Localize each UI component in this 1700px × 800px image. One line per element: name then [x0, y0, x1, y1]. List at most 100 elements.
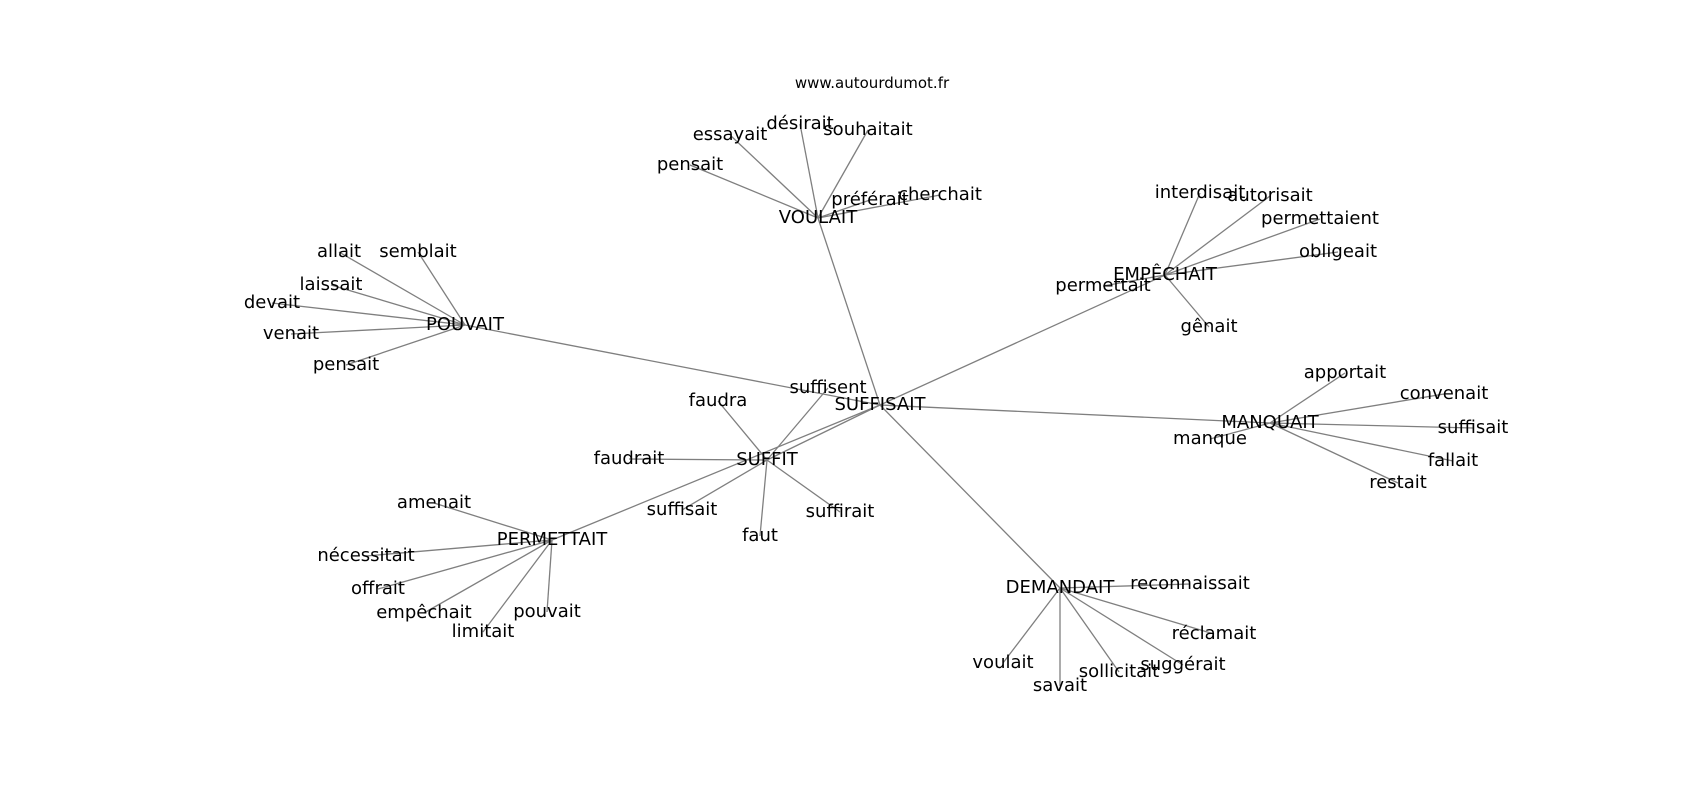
- edge-hub-leaf: [1102, 274, 1166, 287]
- graph-edges: [271, 123, 1474, 686]
- leaf-node-label: faudrait: [594, 448, 665, 469]
- leaf-node-label: préférait: [831, 189, 908, 210]
- edge-hub-leaf: [377, 539, 553, 590]
- edge-hub-leaf: [1269, 393, 1445, 424]
- leaf-node-label: empêchait: [376, 602, 472, 623]
- edge-hub-leaf: [1269, 422, 1454, 462]
- edge-center-hub: [551, 404, 881, 541]
- edge-hub-leaf: [1269, 422, 1474, 429]
- leaf-node-label: gênait: [1181, 316, 1238, 337]
- leaf-node-label: essayait: [693, 124, 768, 145]
- leaf-node-label: apportait: [1304, 362, 1386, 383]
- edge-hub-leaf: [717, 400, 768, 461]
- leaf-node-label: suffisait: [1438, 417, 1509, 438]
- edge-hub-leaf: [271, 302, 466, 326]
- source-watermark: www.autourdumot.fr: [795, 74, 950, 92]
- leaf-node-label: suffisait: [647, 499, 718, 520]
- leaf-node-label: faut: [742, 525, 778, 546]
- edge-hub-leaf: [1059, 587, 1215, 635]
- hub-node-label: POUVAIT: [426, 314, 505, 335]
- leaf-node-label: laissait: [300, 274, 363, 295]
- edge-hub-leaf: [1059, 587, 1184, 666]
- edge-hub-leaf: [433, 502, 553, 541]
- edge-center-hub: [464, 324, 881, 406]
- leaf-node-label: venait: [263, 323, 319, 344]
- edge-center-hub: [766, 404, 881, 461]
- leaf-node-label: convenait: [1400, 383, 1489, 404]
- edge-hub-leaf: [1059, 583, 1191, 589]
- edge-hub-leaf: [1164, 251, 1339, 276]
- leaf-node-label: permettait: [1055, 275, 1150, 296]
- edge-hub-leaf: [423, 539, 553, 614]
- edge-hub-leaf: [1164, 218, 1321, 276]
- leaf-node-label: désirait: [766, 113, 833, 134]
- edge-hub-leaf: [759, 459, 768, 537]
- hub-node-label: EMPÊCHAIT: [1113, 263, 1218, 285]
- edge-hub-leaf: [290, 324, 466, 335]
- leaf-node-label: réclamait: [1172, 623, 1257, 644]
- leaf-node-label: semblait: [379, 241, 457, 262]
- leaf-node-label: voulait: [972, 652, 1033, 673]
- leaf-node-label: pensait: [313, 354, 379, 375]
- edge-hub-leaf: [817, 129, 869, 219]
- leaf-node-label: suffisent: [789, 377, 866, 398]
- leaf-node-label: reconnaissait: [1130, 573, 1250, 594]
- edge-hub-leaf: [689, 164, 819, 219]
- edge-hub-leaf: [799, 123, 819, 219]
- edge-hub-leaf: [482, 539, 553, 633]
- leaf-node-label: interdisait: [1155, 182, 1246, 203]
- edge-hub-leaf: [1164, 195, 1271, 276]
- hub-node-label: VOULAIT: [779, 207, 858, 228]
- edge-center-hub: [879, 404, 1061, 589]
- edge-hub-leaf: [729, 134, 819, 219]
- edge-hub-leaf: [766, 459, 841, 513]
- leaf-node-label: souhaitait: [823, 119, 912, 140]
- leaf-node-label: suggérait: [1140, 654, 1225, 675]
- leaf-node-label: manque: [1173, 428, 1247, 449]
- edge-hub-leaf: [1164, 192, 1201, 276]
- leaf-node-label: sollicitait: [1079, 661, 1159, 682]
- leaf-node-label: autorisait: [1227, 185, 1312, 206]
- leaf-node-label: suffirait: [806, 501, 875, 522]
- leaf-node-label: obligeait: [1299, 241, 1377, 262]
- edge-hub-leaf: [1059, 587, 1120, 673]
- edge-hub-leaf: [365, 539, 553, 557]
- edge-hub-leaf: [628, 458, 768, 461]
- edge-hub-leaf: [546, 539, 553, 613]
- edge-center-hub: [879, 404, 1271, 424]
- edge-hub-leaf: [817, 199, 871, 219]
- edge-hub-leaf: [345, 324, 466, 366]
- edge-hub-leaf: [681, 459, 768, 511]
- leaf-node-label: limitait: [452, 621, 515, 642]
- edge-hub-leaf: [338, 251, 466, 326]
- hub-node-label: DEMANDAIT: [1006, 577, 1116, 598]
- hub-node-label: MANQUAIT: [1221, 412, 1319, 433]
- leaf-node-label: permettaient: [1261, 208, 1379, 229]
- leaf-node-label: pensait: [657, 154, 723, 175]
- leaf-node-label: allait: [317, 241, 361, 262]
- edge-hub-leaf: [417, 251, 466, 326]
- edge-hub-leaf: [330, 284, 466, 326]
- edge-hub-leaf: [817, 194, 941, 219]
- leaf-node-label: devait: [244, 292, 300, 313]
- hub-node-label: PERMETTAIT: [497, 529, 609, 550]
- leaf-node-label: pouvait: [513, 601, 581, 622]
- edge-center-hub: [817, 217, 881, 406]
- leaf-node-label: savait: [1033, 675, 1087, 696]
- edge-center-hub: [879, 274, 1166, 406]
- edge-hub-leaf: [1269, 372, 1346, 424]
- leaf-node-label: cherchait: [898, 184, 982, 205]
- leaf-node-label: amenait: [397, 492, 471, 513]
- center-node-label: SUFFISAIT: [835, 394, 927, 415]
- leaf-node-label: faudra: [689, 390, 748, 411]
- leaf-node-label: offrait: [351, 578, 405, 599]
- leaf-node-label: fallait: [1428, 450, 1478, 471]
- hub-node-label: SUFFIT: [736, 449, 799, 470]
- edge-hub-leaf: [1209, 422, 1271, 440]
- leaf-node-label: restait: [1369, 472, 1427, 493]
- leaf-node-label: nécessitait: [317, 545, 414, 566]
- edge-hub-leaf: [1002, 587, 1061, 664]
- edge-hub-leaf: [1269, 422, 1399, 484]
